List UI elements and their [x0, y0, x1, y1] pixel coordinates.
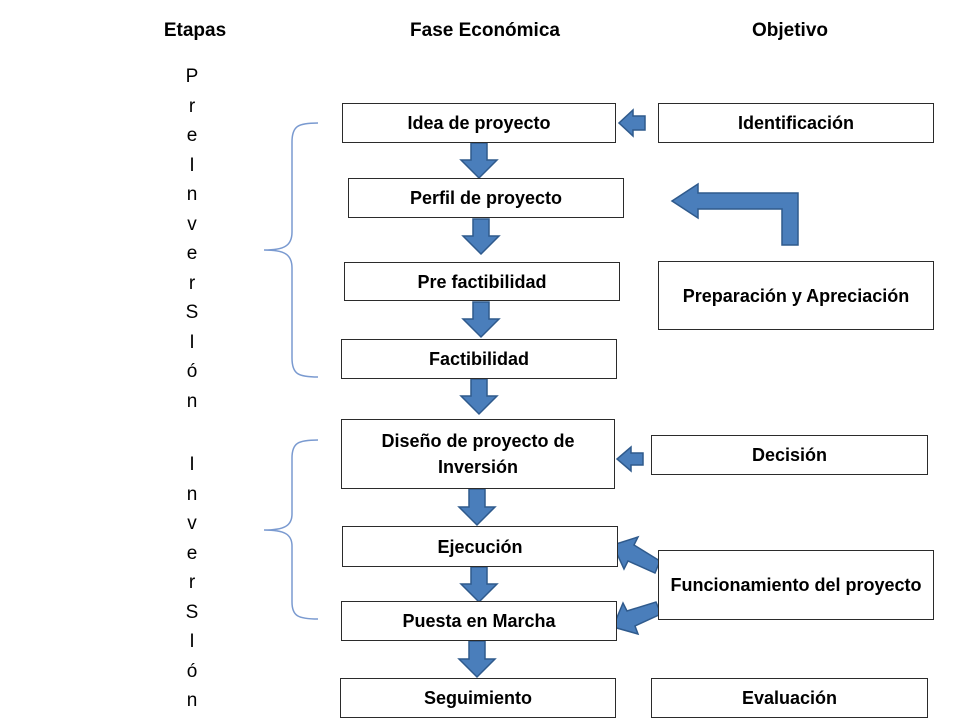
diagonal-arrow-down — [611, 601, 662, 636]
phase-pre-factibilidad: Pre factibilidad — [344, 262, 620, 301]
down-arrow — [461, 218, 501, 256]
stage-letter: I — [189, 154, 195, 176]
header-etapas: Etapas — [163, 20, 227, 41]
stage-letter: I — [189, 454, 195, 475]
stage-letter: v — [187, 213, 197, 235]
brace-inversion — [263, 439, 319, 620]
down-arrow — [457, 488, 497, 527]
stage-letter: e — [186, 542, 198, 564]
left-arrow — [617, 108, 646, 138]
down-arrow — [461, 301, 501, 339]
down-arrow — [459, 142, 499, 180]
stage-letter: r — [188, 95, 196, 117]
stage-letter: v — [187, 513, 197, 534]
down-arrow — [459, 378, 499, 416]
diagonal-arrow-up — [611, 535, 661, 574]
stage-letter: ó — [186, 660, 198, 682]
phase-idea-de-proyecto: Idea de proyecto — [342, 103, 616, 143]
stage-letter: n — [186, 184, 198, 205]
stage-letter: P — [185, 66, 199, 87]
stage-letter: e — [186, 243, 198, 264]
stage-letter: e — [186, 125, 198, 146]
down-arrow — [457, 640, 497, 679]
stage-letter: I — [189, 331, 195, 353]
objective-funcionamiento: Funcionamiento del proyecto — [658, 550, 934, 620]
stage-letter: r — [188, 272, 196, 294]
stage-letter: n — [186, 690, 198, 711]
objective-evaluacion: Evaluación — [651, 678, 928, 718]
stage-letter: S — [185, 601, 199, 623]
objective-decision: Decisión — [651, 435, 928, 475]
stage-preinversion: P r e I n v e r S I ó n — [180, 62, 204, 416]
stage-letter: n — [186, 483, 198, 505]
phase-perfil-de-proyecto: Perfil de proyecto — [348, 178, 624, 218]
brace-preinversion — [263, 122, 319, 378]
phase-diseno-de-proyecto: Diseño de proyecto de Inversión — [341, 419, 615, 489]
objective-identificacion: Identificación — [658, 103, 934, 143]
stage-letter: I — [189, 631, 195, 652]
phase-puesta-en-marcha: Puesta en Marcha — [341, 601, 617, 641]
left-arrow — [615, 445, 644, 473]
phase-factibilidad: Factibilidad — [341, 339, 617, 379]
return-arrow — [670, 182, 799, 246]
stage-letter: S — [185, 302, 199, 323]
header-objetivo: Objetivo — [751, 20, 828, 41]
header-fase-economica: Fase Económica — [410, 20, 560, 41]
phase-seguimiento: Seguimiento — [340, 678, 616, 718]
stage-letter: r — [188, 572, 196, 593]
stage-letter: n — [186, 390, 198, 412]
phase-ejecucion: Ejecución — [342, 526, 618, 567]
stage-letter: ó — [186, 361, 198, 382]
stage-inversion: I n v e r S I ó n — [180, 450, 204, 716]
down-arrow — [459, 566, 499, 604]
objective-preparacion-apreciacion: Preparación y Apreciación — [658, 261, 934, 330]
